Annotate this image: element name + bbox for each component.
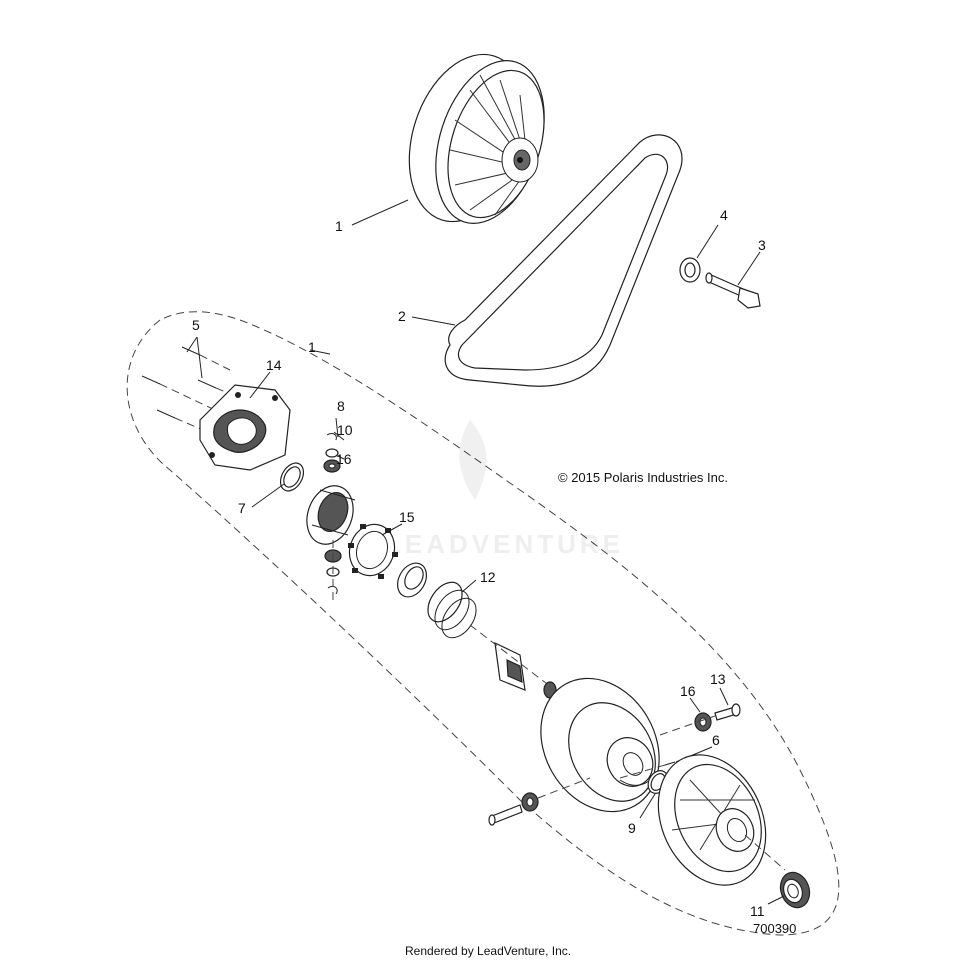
- spring-seat[interactable]: [392, 558, 433, 602]
- callout-16-top: 16: [336, 451, 352, 467]
- callout-13: 13: [710, 671, 726, 687]
- screws[interactable]: [141, 346, 246, 434]
- spider-clip[interactable]: [326, 433, 337, 441]
- roller-16[interactable]: [694, 712, 712, 732]
- pin-6[interactable]: [619, 761, 676, 779]
- callout-1-top: 1: [335, 218, 343, 234]
- spider-washer-10[interactable]: [325, 448, 339, 458]
- button-plate[interactable]: [342, 518, 401, 582]
- callout-9: 9: [628, 820, 636, 836]
- svg-text:LEADVENTURE: LEADVENTURE: [385, 529, 624, 559]
- callout-7: 7: [238, 500, 246, 516]
- diagram-number: 700390: [753, 921, 796, 936]
- callout-8: 8: [337, 398, 345, 414]
- leadventure-watermark: LEADVENTURE: [385, 420, 624, 559]
- assembly-outline: [126, 311, 840, 936]
- callout-10: 10: [337, 422, 353, 438]
- callout-1-assembly: 1: [308, 339, 316, 355]
- spider-roller-16[interactable]: [323, 459, 341, 473]
- sheave-bolt[interactable]: [488, 777, 591, 826]
- callout-3: 3: [758, 237, 766, 253]
- spring[interactable]: [421, 576, 483, 644]
- bolt[interactable]: [705, 272, 761, 309]
- bolt-13[interactable]: [659, 703, 741, 736]
- callout-16-bottom: 16: [680, 683, 696, 699]
- callout-5: 5: [192, 317, 200, 333]
- callout-15: 15: [399, 509, 415, 525]
- drive-clutch[interactable]: [389, 39, 563, 237]
- callout-4: 4: [720, 207, 728, 223]
- washer[interactable]: [679, 257, 701, 283]
- callout-11: 11: [750, 903, 765, 919]
- stationary-sheave[interactable]: [517, 657, 682, 833]
- spider[interactable]: [299, 479, 361, 550]
- footer-text: Rendered by LeadVenture, Inc.: [405, 944, 571, 958]
- drive-belt[interactable]: [444, 134, 683, 387]
- movable-sheave[interactable]: [638, 737, 786, 903]
- spider-roller-lower[interactable]: [324, 540, 342, 600]
- callout-12: 12: [480, 569, 496, 585]
- callout-6: 6: [712, 732, 720, 748]
- copyright-text: © 2015 Polaris Industries Inc.: [558, 470, 728, 485]
- callout-2: 2: [398, 308, 406, 324]
- callout-14: 14: [266, 357, 282, 373]
- shaft[interactable]: [469, 624, 557, 699]
- bearing-11[interactable]: [776, 868, 815, 911]
- snap-ring-7[interactable]: [276, 459, 308, 495]
- spider-cover[interactable]: [199, 384, 291, 471]
